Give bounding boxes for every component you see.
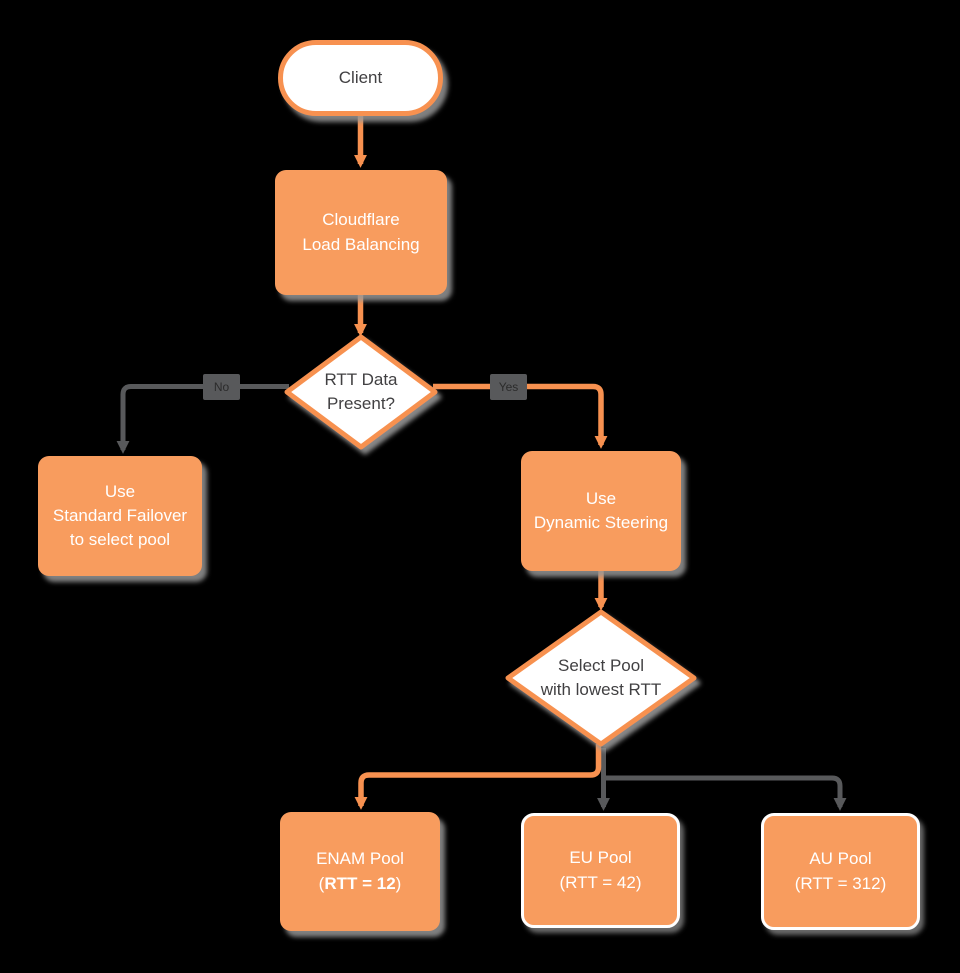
edge-selectpool-to-au	[603, 775, 847, 811]
decision-rtt-data-shape	[284, 334, 438, 450]
node-client-label: Client	[338, 67, 383, 87]
enam-pool-paren-open: (	[318, 873, 325, 893]
edge-label-no-text: No	[213, 380, 230, 394]
au-pool-line1: AU Pool	[809, 849, 872, 869]
eu-pool-line2: (RTT = 42)	[559, 872, 642, 892]
decision-rtt-data-label: RTT Data Present?	[291, 360, 431, 424]
dynamic-steering-line2: Dynamic Steering	[533, 513, 669, 532]
enam-pool-line1: ENAM Pool	[316, 849, 404, 869]
select-pool-line2: with lowest RTT	[540, 680, 662, 699]
node-load-balancing-line1: Cloudflare	[322, 210, 400, 230]
enam-pool-paren-close: )	[395, 873, 402, 893]
node-standard-failover: Use Standard Failover to select pool	[38, 456, 202, 576]
edge-selectpool-to-enam	[354, 744, 602, 810]
decision-select-pool-shape	[505, 609, 697, 747]
node-au-pool: AU Pool (RTT = 312)	[761, 813, 920, 930]
node-enam-pool: ENAM Pool (RTT = 12)	[280, 812, 440, 931]
enam-pool-rtt-value: RTT = 12	[324, 873, 396, 893]
eu-pool-line1: EU Pool	[569, 848, 632, 868]
node-eu-pool: EU Pool (RTT = 42)	[521, 813, 680, 928]
edge-label-yes: Yes	[490, 374, 527, 400]
standard-failover-line3: to select pool	[69, 530, 171, 550]
decision-select-pool-label: Select Pool with lowest RTT	[506, 646, 696, 710]
node-client: Client	[278, 40, 443, 116]
node-load-balancing: Cloudflare Load Balancing	[275, 170, 447, 295]
standard-failover-line2: Standard Failover	[52, 505, 188, 525]
edge-label-no: No	[203, 374, 240, 400]
edge-rtt-no-to-failover	[116, 384, 289, 454]
edge-label-yes-text: Yes	[498, 380, 519, 394]
dynamic-steering-line1: Use	[585, 488, 617, 508]
select-pool-line1: Select Pool	[558, 655, 644, 675]
node-dynamic-steering: Use Dynamic Steering	[521, 451, 681, 571]
enam-pool-line2: (RTT = 12)	[319, 872, 402, 896]
edge-rtt-yes-to-steering	[433, 383, 608, 449]
au-pool-line2: (RTT = 312)	[794, 873, 887, 893]
rtt-decision-line2: Present?	[326, 394, 396, 413]
rtt-decision-line1: RTT Data	[324, 369, 398, 389]
node-load-balancing-line2: Load Balancing	[302, 234, 420, 254]
standard-failover-line1: Use	[104, 481, 136, 501]
